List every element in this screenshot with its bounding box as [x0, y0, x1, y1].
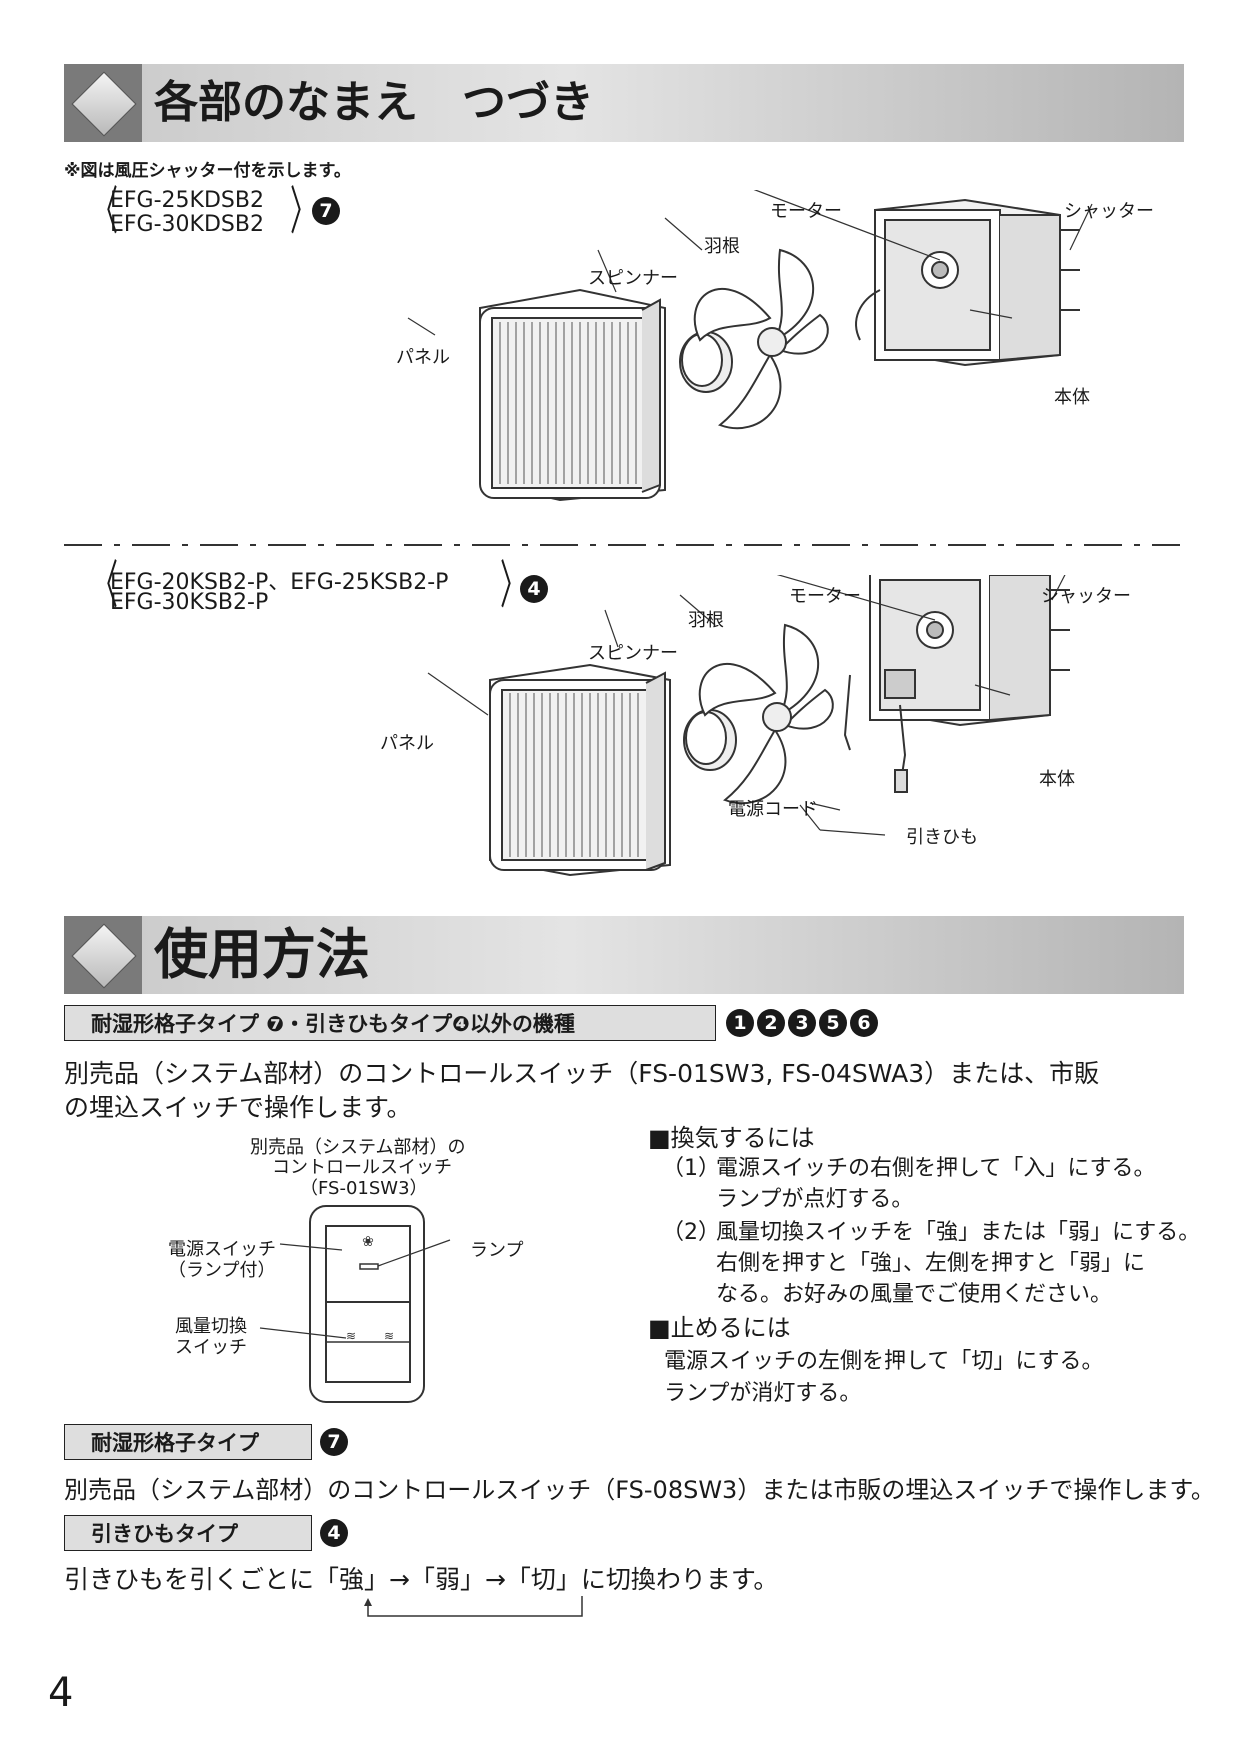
- blade-illustration: [698, 623, 834, 805]
- model-bracket-right-1: 〉: [290, 182, 317, 242]
- label-lamp: ランプ: [470, 1240, 524, 1261]
- panel-illustration: [479, 288, 666, 502]
- stop-text: 電源スイッチの左側を押して「切」にする。: [664, 1349, 1104, 1374]
- step-text: ランプが点灯する。: [716, 1187, 914, 1212]
- page-number: 4: [48, 1670, 74, 1716]
- number-badge: 6: [850, 1009, 878, 1037]
- humidity-grille-text: 別売品（システム部材）のコントロールスイッチ（FS-08SW3）または市販の埋込…: [64, 1476, 1215, 1504]
- model-badge: 4: [320, 1519, 351, 1547]
- model-badge: 7: [312, 197, 343, 225]
- spinner-illustration: [683, 709, 737, 771]
- type-tag-humidity-grille: 耐湿形格子タイプ: [64, 1424, 312, 1460]
- label-motor: モーター: [770, 201, 842, 222]
- model-badge: 4: [520, 575, 551, 603]
- model-name: EFG-20KSB2-P、EFG-25KSB2-P: [110, 570, 449, 595]
- label-body: 本体: [1054, 387, 1090, 408]
- label-shutter: シャッター: [1041, 586, 1131, 607]
- label-fan-switch: スイッチ: [175, 1337, 247, 1358]
- stop-text: ランプが消灯する。: [664, 1381, 862, 1406]
- body-illustration: [855, 198, 1080, 367]
- section-divider: [64, 544, 1180, 546]
- label-blade: 羽根: [688, 610, 724, 631]
- label-body: 本体: [1039, 769, 1075, 790]
- number-badge: 7: [320, 1428, 348, 1456]
- exploded-diagram-1: [407, 190, 1093, 502]
- step-number: （1）: [662, 1156, 720, 1181]
- section-title: 使用方法: [154, 923, 370, 986]
- step-text: 右側を押すと「強」、左側を押すと「弱」に: [716, 1251, 1146, 1276]
- label-motor: モーター: [789, 586, 861, 607]
- leader-lines: [407, 190, 1093, 336]
- type-tag-pull-cord: 引きひもタイプ: [64, 1515, 312, 1551]
- svg-text:≋: ≋: [346, 1329, 356, 1343]
- spinner-illustration: [679, 331, 733, 393]
- exploded-diagram-2: [427, 575, 1070, 877]
- model-name: EFG-25KDSB2: [110, 188, 264, 213]
- section-title: 各部のなまえ つづき: [154, 77, 594, 128]
- step-text: なる。お好みの風量でご使用ください。: [716, 1282, 1113, 1307]
- diamond-icon: [71, 923, 137, 989]
- number-badge: 4: [320, 1519, 348, 1547]
- switch-caption: コントロールスイッチ: [272, 1157, 452, 1178]
- step-number: （2）: [662, 1220, 720, 1245]
- blade-illustration: [693, 248, 829, 430]
- panel-illustration: [489, 663, 671, 877]
- figure-note: ※図は風圧シャッター付を示します。: [64, 161, 351, 181]
- svg-text:≋: ≋: [384, 1329, 394, 1343]
- step-text: 電源スイッチの右側を押して「入」にする。: [716, 1156, 1156, 1181]
- diamond-icon: [71, 71, 137, 137]
- label-fan-switch: 風量切換: [175, 1316, 247, 1337]
- leader-lines: [427, 575, 1066, 836]
- vent-heading: ■換気するには: [648, 1124, 815, 1152]
- model-bracket-left-2: 〈: [92, 556, 119, 616]
- cycle-arrow: [364, 1596, 583, 1617]
- pull-cord-text: 引きひもを引くごとに「強」→「弱」→「切」に切換わります。: [64, 1565, 779, 1594]
- step-text: 風量切換スイッチを「強」または「弱」にする。: [716, 1220, 1201, 1245]
- usage-intro: の埋込スイッチで操作します。: [64, 1093, 412, 1122]
- diamond-icon-box: [64, 916, 142, 994]
- model-name: EFG-30KSB2-P: [110, 590, 269, 615]
- label-power-switch: （ランプ付）: [168, 1260, 276, 1281]
- label-spinner: スピンナー: [588, 643, 678, 664]
- label-blade: 羽根: [704, 236, 740, 257]
- model-badge: 7: [320, 1428, 351, 1456]
- label-shutter: シャッター: [1064, 201, 1154, 222]
- number-badge: 4: [520, 575, 548, 603]
- label-panel: パネル: [396, 347, 450, 368]
- type-tag-general: 耐湿形格子タイプ ❼・引きひもタイプ❹以外の機種: [64, 1005, 716, 1041]
- label-power-switch: 電源スイッチ: [168, 1239, 276, 1260]
- diamond-icon-box: [64, 64, 142, 142]
- label-panel: パネル: [380, 733, 434, 754]
- usage-intro: 別売品（システム部材）のコントロールスイッチ（FS-01SW3, FS-04SW…: [64, 1059, 1100, 1088]
- control-switch-illustration: ❀ ≋ ≋: [259, 1205, 451, 1403]
- section-header-names: 各部のなまえ つづき: [64, 64, 1184, 142]
- label-pull-cord: 引きひも: [906, 827, 978, 848]
- section-header-usage: 使用方法: [64, 916, 1184, 994]
- stop-heading: ■止めるには: [648, 1314, 791, 1342]
- body-illustration: [843, 575, 1070, 793]
- svg-text:❀: ❀: [362, 1234, 374, 1250]
- number-badge: 7: [312, 197, 340, 225]
- switch-caption: 別売品（システム部材）の: [250, 1137, 466, 1158]
- number-badge: 3: [788, 1009, 816, 1037]
- model-bracket-left-1: 〈: [92, 182, 119, 242]
- number-badge: 1: [726, 1009, 754, 1037]
- number-badge: 5: [819, 1009, 847, 1037]
- label-spinner: スピンナー: [588, 268, 678, 289]
- label-power-cord: 電源コード: [728, 799, 818, 820]
- model-name: EFG-30KDSB2: [110, 212, 264, 237]
- number-badge: 2: [757, 1009, 785, 1037]
- switch-caption: （FS-01SW3）: [300, 1178, 428, 1199]
